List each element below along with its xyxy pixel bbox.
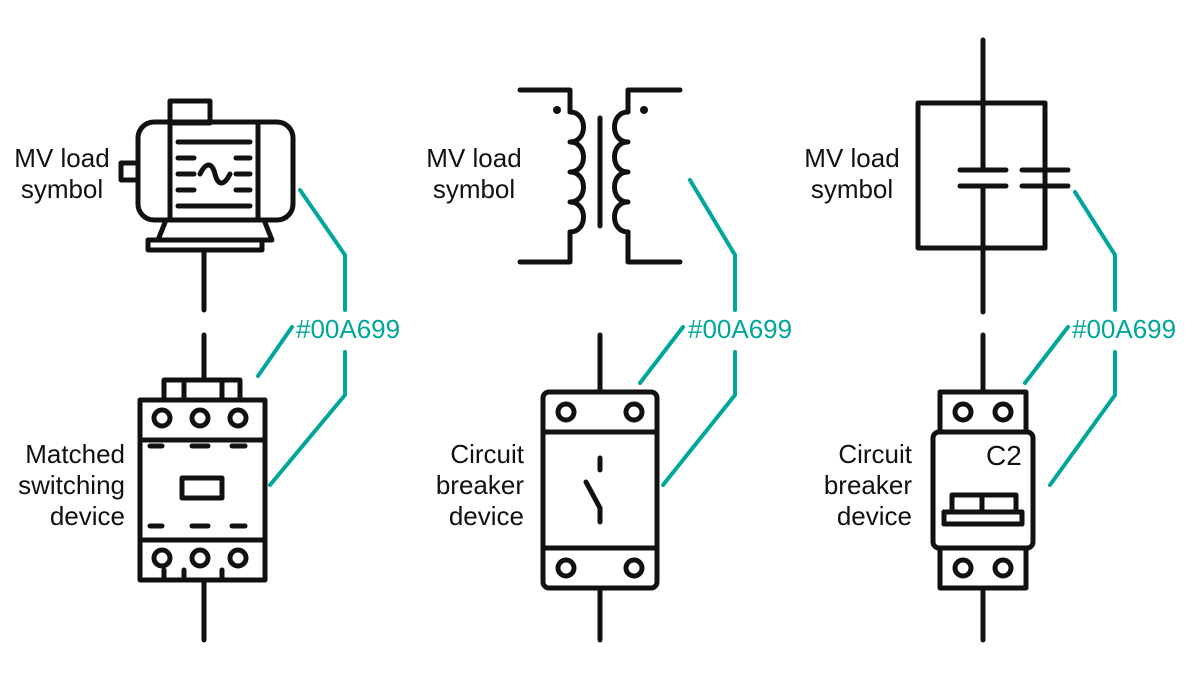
group2-callout-label: #00A699 [688, 314, 793, 344]
polarity-dot [553, 106, 561, 114]
polarity-dot [640, 106, 648, 114]
group1-callout-leader [268, 350, 347, 487]
motor-icon [118, 98, 296, 313]
group2-callout-leader [638, 325, 685, 385]
group3-top-label: MV load symbol [804, 143, 900, 204]
capacitor-bank-icon [915, 37, 1071, 315]
group2-top-label: MV load symbol [426, 143, 522, 204]
transformer-icon [517, 87, 683, 265]
group3-callout-label: #00A699 [1072, 314, 1177, 344]
miniature-circuit-breaker-icon [930, 332, 1036, 643]
group1-callout-label: #00A699 [296, 314, 401, 344]
group2-callout-leader [661, 350, 737, 487]
group2-callout-leader [688, 178, 737, 312]
contactor-icon [137, 332, 268, 643]
breaker-rating-label: C2 [986, 440, 1022, 471]
group1-callout-leader [256, 325, 294, 378]
group1-top-label: MV load symbol [14, 143, 110, 204]
circuit-breaker-icon [540, 332, 660, 643]
group1-bottom-label: Matched switching device [18, 439, 125, 531]
group2-bottom-label: Circuit breaker device [435, 439, 524, 531]
group3-callout-leader [1023, 325, 1070, 385]
group3-bottom-label: Circuit breaker device [823, 439, 912, 531]
group3-callout-leader [1073, 190, 1117, 312]
group1-callout-leader [298, 188, 347, 312]
group3-callout-leader [1048, 350, 1117, 487]
